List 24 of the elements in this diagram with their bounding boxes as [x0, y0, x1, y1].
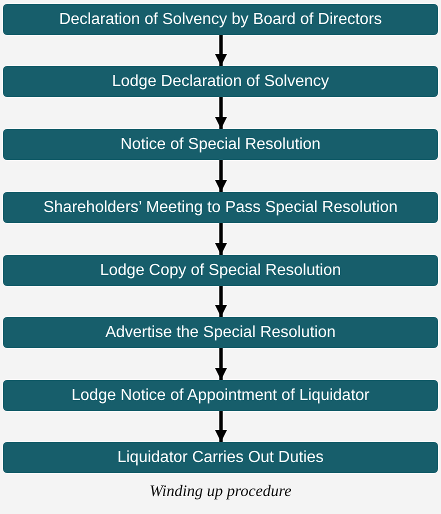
- process-box: [3, 380, 438, 411]
- step-label: Notice of Special Resolution: [120, 134, 321, 154]
- process-box: [3, 442, 438, 473]
- step-label: Shareholders’ Meeting to Pass Special Resolution: [43, 198, 398, 218]
- arrow: [215, 286, 227, 317]
- process-box: [3, 4, 438, 35]
- process-box: [3, 66, 438, 97]
- arrow: [215, 97, 227, 129]
- process-box: [3, 317, 438, 348]
- arrow: [215, 411, 227, 442]
- caption: Winding up procedure: [150, 483, 292, 500]
- arrow: [215, 348, 227, 380]
- process-box: [3, 129, 438, 160]
- step-label: Lodge Copy of Special Resolution: [100, 260, 342, 280]
- process-box: [3, 192, 438, 223]
- step-label: Declaration of Solvency by Board of Directors: [59, 10, 382, 30]
- step-label: Advertise the Special Resolution: [105, 322, 336, 342]
- arrow: [215, 160, 227, 192]
- step-label: Lodge Notice of Appointment of Liquidator: [72, 386, 370, 406]
- step-label: Liquidator Carries Out Duties: [117, 448, 324, 468]
- process-box: [3, 255, 438, 286]
- arrow: [215, 223, 227, 255]
- arrow: [215, 35, 227, 66]
- step-label: Lodge Declaration of Solvency: [112, 72, 330, 92]
